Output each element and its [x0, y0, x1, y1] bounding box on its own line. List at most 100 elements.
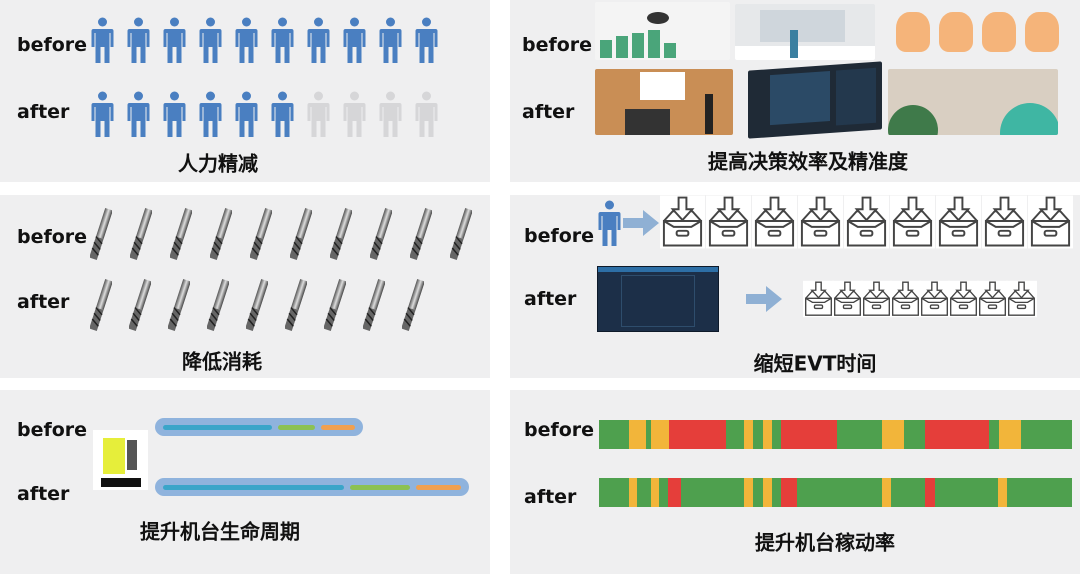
dashboard-screen-illustration	[748, 61, 882, 139]
end-mill-tool-icon	[449, 206, 473, 266]
software-screen-illustration	[597, 266, 719, 332]
status-segment-down	[781, 420, 837, 449]
status-segment-idle	[762, 420, 772, 449]
status-segment-idle	[744, 478, 753, 507]
lifecycle-phase-0	[163, 485, 344, 490]
inbox-task-icon	[803, 272, 834, 330]
inbox-task-icon	[890, 195, 935, 253]
person-icon	[199, 91, 222, 141]
person-icon	[91, 17, 114, 67]
lifecycle-phase-0	[163, 425, 273, 430]
status-segment-running	[645, 420, 652, 449]
inbox-task-icon	[861, 272, 892, 330]
end-mill-tool-icon	[89, 206, 113, 266]
status-segment-running	[890, 478, 926, 507]
before-label: before	[524, 419, 595, 441]
gears-teamwork-illustration	[888, 69, 1058, 135]
status-segment-running	[599, 478, 630, 507]
status-segment-running	[1020, 420, 1072, 449]
lifecycle-bar-before	[155, 418, 363, 436]
status-segment-idle	[998, 420, 1021, 449]
status-segment-running	[904, 420, 926, 449]
status-segment-down	[668, 478, 681, 507]
end-mill-tool-icon	[245, 277, 269, 337]
person-icon	[307, 17, 330, 67]
before-label: before	[17, 226, 88, 248]
end-mill-tool-icon	[128, 277, 152, 337]
person-icon	[271, 17, 294, 67]
arrow-right-icon	[623, 210, 659, 240]
status-segment-running	[752, 420, 763, 449]
before-label: before	[524, 225, 595, 247]
inbox-task-icon	[798, 195, 843, 253]
end-mill-tool-icon	[89, 277, 113, 337]
status-segment-idle	[762, 478, 772, 507]
inbox-task-icon	[752, 195, 797, 253]
end-mill-tool-icon	[169, 206, 193, 266]
end-mill-tool-icon	[409, 206, 433, 266]
person-icon	[415, 17, 438, 67]
person-icon	[127, 17, 150, 67]
person-icon	[199, 17, 222, 67]
after-label: after	[17, 483, 70, 505]
person-icon	[379, 17, 402, 67]
confused-workers-illustration	[888, 2, 1060, 60]
end-mill-tool-icon	[369, 206, 393, 266]
status-segment-running	[659, 478, 669, 507]
end-mill-tool-icon	[284, 277, 308, 337]
status-segment-idle	[629, 478, 638, 507]
workforce-title: 人力精减	[178, 151, 258, 176]
status-segment-running	[836, 420, 883, 449]
inbox-task-icon	[919, 272, 950, 330]
lifecycle-phase-2	[321, 425, 355, 430]
end-mill-tool-icon	[401, 277, 425, 337]
status-segment-idle	[882, 478, 891, 507]
before-label: before	[17, 34, 88, 56]
evt-title: 缩短EVT时间	[753, 351, 877, 376]
utilization-bar-before	[599, 420, 1072, 449]
status-segment-down	[781, 478, 797, 507]
person-icon	[343, 17, 366, 67]
person-icon	[91, 91, 114, 141]
after-label: after	[524, 288, 577, 310]
inbox-task-icon	[660, 195, 705, 253]
after-label: after	[522, 101, 575, 123]
status-segment-idle	[629, 420, 646, 449]
lifecycle-title: 提升机台生命周期	[140, 519, 300, 544]
office-meeting-illustration	[735, 4, 875, 60]
person-icon	[127, 91, 150, 141]
status-segment-down	[669, 420, 727, 449]
status-segment-running	[637, 478, 652, 507]
cnc-machine-illustration	[93, 430, 148, 490]
lifecycle-phase-1	[349, 485, 410, 490]
end-mill-tool-icon	[323, 277, 347, 337]
inbox-task-icon	[1006, 272, 1037, 330]
inbox-task-icon	[706, 195, 751, 253]
inbox-task-icon	[936, 195, 981, 253]
end-mill-tool-icon	[362, 277, 386, 337]
person-inactive-icon	[379, 91, 402, 141]
decision-title: 提高决策效率及精准度	[708, 149, 908, 174]
arrow-right-icon	[746, 286, 782, 316]
inbox-task-icon	[1028, 195, 1073, 253]
status-segment-idle	[651, 420, 670, 449]
status-segment-running	[796, 478, 883, 507]
end-mill-tool-icon	[209, 206, 233, 266]
status-segment-idle	[998, 478, 1008, 507]
end-mill-tool-icon	[329, 206, 353, 266]
inbox-task-icon	[977, 272, 1008, 330]
status-segment-running	[680, 478, 745, 507]
lifecycle-phase-2	[415, 485, 461, 490]
status-segment-running	[726, 420, 745, 449]
before-label: before	[17, 419, 88, 441]
end-mill-tool-icon	[289, 206, 313, 266]
status-segment-running	[599, 420, 630, 449]
status-segment-running	[988, 420, 999, 449]
person-inactive-icon	[343, 91, 366, 141]
person-icon	[598, 200, 621, 250]
person-inactive-icon	[307, 91, 330, 141]
after-label: after	[524, 486, 577, 508]
lifecycle-bar-after	[155, 478, 469, 496]
before-label: before	[522, 34, 593, 56]
end-mill-tool-icon	[167, 277, 191, 337]
